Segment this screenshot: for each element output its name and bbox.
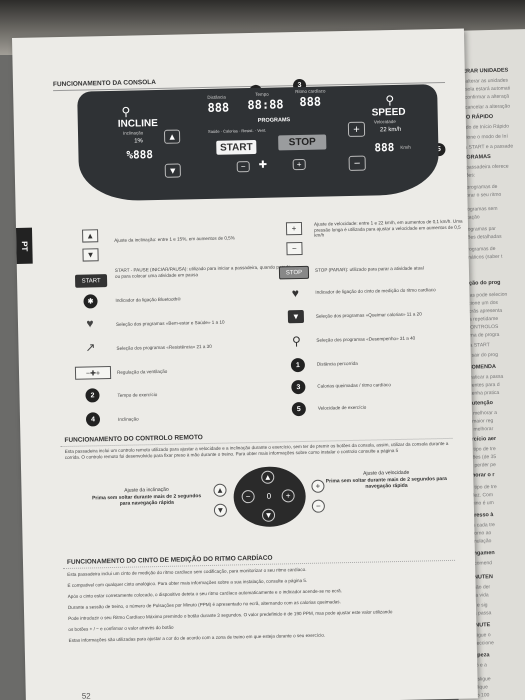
fan-plus-button[interactable]: + <box>292 158 306 171</box>
legend-fan-text: Regulação da ventilação <box>116 368 168 375</box>
speed-minus-button[interactable]: − <box>348 155 366 171</box>
legend-stop-text: STOP (PARAR): utilizado para parar a ati… <box>314 265 424 273</box>
legend-remote-up-icon: ▲ <box>213 483 227 497</box>
remote-description: Esta passadeira inclui um controlo remot… <box>64 440 449 460</box>
speed-runner-icon: ⚲ <box>385 93 395 108</box>
legend-remote-minus-icon: − <box>311 499 326 513</box>
incline-up-button[interactable]: ▲ <box>163 129 181 144</box>
legend-trend-icon: ↗ <box>85 339 96 355</box>
legend-callout-5-icon: 5 <box>291 401 306 417</box>
legend-minus-icon: − <box>286 241 303 256</box>
remote-control: ▲ ▼ − + 0 <box>233 465 307 528</box>
program-health[interactable]: Saúde <box>207 128 220 134</box>
legend-resistance-text: Seleção dos programas «Resistência» 21 a… <box>116 343 212 351</box>
legend-remote-down-icon: ▼ <box>213 503 228 517</box>
fan-minus-button[interactable]: − <box>236 161 250 173</box>
speed-sublabel: Velocidade <box>373 118 396 125</box>
legend-callout-2-icon: 2 <box>85 388 100 403</box>
stop-button[interactable]: STOP <box>278 134 327 151</box>
speed-label: SPEED <box>371 106 406 119</box>
remote-incline-desc: Prima sem soltar durante mais de 2 segun… <box>91 492 202 507</box>
treadmill-console: ⚲ INCLINE Inclinação 1% ▲ ▼ %888 Distânc… <box>77 84 440 202</box>
language-tab: PT <box>15 227 33 264</box>
legend-incline-text: Ajuste da inclinação: entre 1 e 15%, em … <box>114 235 235 243</box>
incline-sublabel: Inclinação <box>122 130 144 136</box>
page-number: 52 <box>81 691 91 700</box>
legend-start-icon: START <box>74 274 108 288</box>
incline-label: INCLINE <box>117 117 158 130</box>
program-calories[interactable]: Calorias <box>223 128 238 134</box>
legend-up-icon: ▲ <box>82 229 99 243</box>
heartrate-display: 888 <box>299 94 322 109</box>
remote-center-label: 0 <box>266 491 272 501</box>
remote-plus-button[interactable]: + <box>281 489 295 503</box>
legend-down-icon: ▼ <box>82 248 99 262</box>
legend-callout-4-icon: 4 <box>85 412 101 427</box>
legend-performance-text: Seleção dos programas «Desempenho» 31 a … <box>316 335 416 343</box>
speed-unit: Km/h <box>400 144 411 150</box>
legend-callout-3-icon: 3 <box>291 379 306 395</box>
distance-label: Distância <box>207 94 226 100</box>
legend-distance-text: Distância percorrida <box>316 360 358 367</box>
legend-calories-text: Seleção dos programas «Queimar calorias»… <box>315 311 422 319</box>
legend-hr-belt-text: Indicador de ligação do cinto de medição… <box>315 287 436 295</box>
speed-plus-button[interactable]: + <box>347 121 366 137</box>
console-section-title: FUNCIONAMENTO DA CONSOLA <box>52 78 156 89</box>
incline-down-button[interactable]: ▼ <box>164 163 181 178</box>
legend-bluetooth-text: Indicador da ligação Bluetooth® <box>115 296 181 303</box>
runner-icon: ⚲ <box>121 104 131 119</box>
legend-heart-pulse-icon: ♥ <box>86 315 94 331</box>
legend-incline-label-text: Inclinação <box>117 416 139 422</box>
remote-incline-caption: Ajuste da inclinação Prima sem soltar du… <box>91 486 201 508</box>
legend-stop-icon: STOP <box>278 265 310 280</box>
remote-speed-caption: Ajuste da velocidade Prima sem soltar du… <box>321 469 451 491</box>
legend-start-text: START - PAUSE (INICIAR/PAUSA): utilizado… <box>114 264 292 279</box>
hr-line-7: Estas informações são utilizadas para aj… <box>68 632 326 643</box>
speed-value: 22 km/h <box>379 126 402 134</box>
fan-icon: ✚ <box>258 159 268 171</box>
start-button[interactable]: START <box>216 139 257 155</box>
heartrate-label: Ritmo cardíaco <box>295 88 326 95</box>
programs-label: PROGRAMS <box>257 117 291 124</box>
legend-speed-text: Ajuste de velocidade: entre 1 e 22 km/h,… <box>313 218 463 239</box>
legend-time-text: Tempo de exercício <box>117 392 158 398</box>
legend-heart-icon: ♥ <box>291 285 300 300</box>
remote-speed-desc: Prima sem soltar durante mais de 2 segun… <box>325 475 447 490</box>
legend-wellness-text: Seleção dos programas «Bem-estar e Saúde… <box>115 319 225 327</box>
time-display: 88:88 <box>247 97 284 113</box>
legend-calories-hr-text: Calorias queimadas / ritmo cardíaco <box>317 382 391 389</box>
remote-down-button[interactable]: ▼ <box>261 508 276 522</box>
legend-fan-icon: −✚+ <box>74 366 112 380</box>
program-icons-row: Saúde · Calorias · Resist. · Vent. <box>207 127 267 134</box>
legend-runner-icon: ⚲ <box>291 333 301 348</box>
remote-section-title: FUNCIONAMENTO DO CONTROLO REMOTO <box>64 434 203 444</box>
legend-plus-icon: + <box>285 221 303 236</box>
manual-page: PT FUNCIONAMENTO DA CONSOLA 1 2 3 4 5 ⚲ … <box>12 28 478 700</box>
program-resistance[interactable]: Resist. <box>241 127 254 134</box>
remote-minus-button[interactable]: − <box>241 490 255 504</box>
legend-callout-1-icon: 1 <box>290 357 306 373</box>
distance-display: 888 <box>207 100 230 115</box>
legend-speed-label-text: Velocidade de exercício <box>317 404 367 411</box>
incline-display: %888 <box>126 148 154 162</box>
remote-up-button[interactable]: ▲ <box>261 470 275 484</box>
speed-display: 888 <box>374 141 395 155</box>
program-fan[interactable]: Vent. <box>257 127 267 133</box>
time-label: Tempo <box>255 91 269 97</box>
incline-value: 1% <box>134 138 143 145</box>
legend-weight-icon: ▼ <box>287 309 305 324</box>
legend-bluetooth-icon: ✱ <box>83 294 98 309</box>
